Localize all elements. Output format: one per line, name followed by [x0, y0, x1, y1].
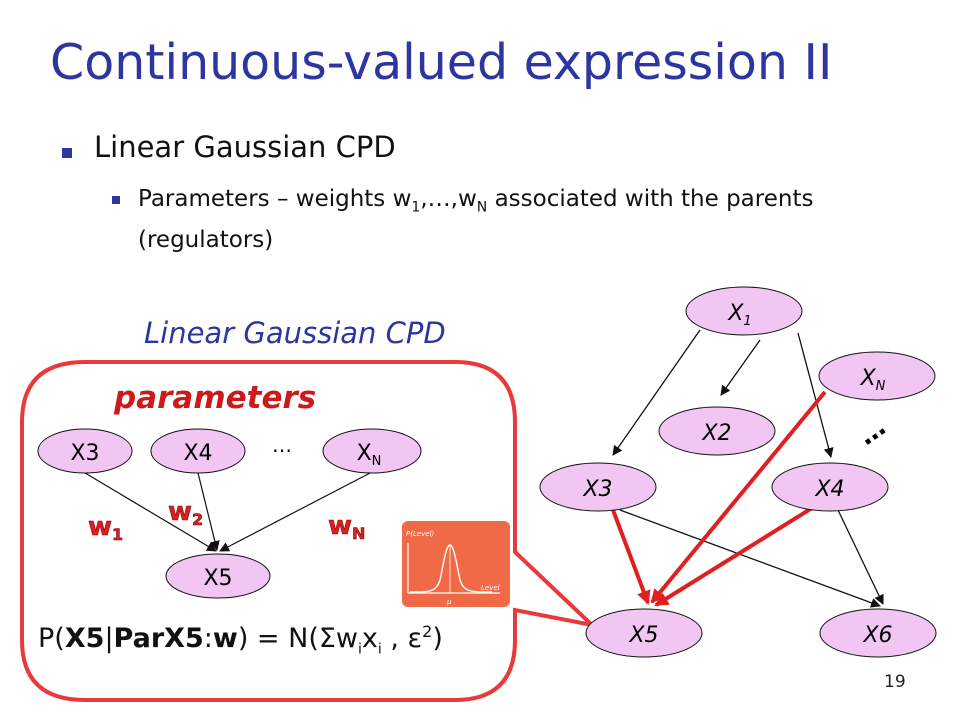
mini-plot-mu: μ	[446, 598, 452, 606]
bullet2-sub1: 1	[411, 199, 421, 216]
callout-node-x4: X4	[150, 428, 246, 474]
net-edge-x1-x4	[797, 332, 834, 458]
weight-w1-label: w1	[88, 512, 123, 544]
net-node-x1-sub: 1	[743, 314, 751, 329]
callout-node-xn-main: X	[357, 441, 372, 466]
net-node-x3-label: X3	[582, 477, 612, 502]
callout-heading: Linear Gaussian CPD	[144, 316, 446, 350]
net-node-x2: X2	[658, 406, 776, 456]
formula-colon: :	[203, 623, 213, 654]
callout-ellipsis: …	[272, 433, 292, 457]
net-node-x3: X3	[539, 462, 657, 512]
formula-sup2: 2	[422, 622, 433, 641]
weight-wn-label: wN	[328, 511, 365, 543]
net-edge-x1-x3	[612, 329, 701, 456]
edge-x4-x5	[197, 472, 220, 551]
weight-w1: w1	[88, 512, 124, 545]
formula-parx5: ParX5	[113, 623, 204, 654]
slide-title: Continuous-valued expression II	[50, 34, 833, 91]
net-node-x4: X4	[771, 462, 889, 512]
net-node-x2-label: X2	[701, 421, 731, 446]
net-node-xn: XN	[818, 351, 936, 401]
bullet-level2: Parameters – weights w1,…,wN associated …	[138, 183, 898, 256]
net-edge-x3-x6	[619, 509, 881, 608]
net-node-x1: X1	[685, 286, 803, 336]
net-edge-xn-x5-red	[650, 390, 827, 604]
net-edge-x1-x2	[720, 339, 761, 396]
formula-rest1: ) = N(Σw	[237, 623, 359, 654]
bullet-level1-text: Linear Gaussian CPD	[94, 130, 396, 164]
callout-node-x5-label: X5	[203, 566, 232, 591]
net-node-x1-main: X	[727, 301, 744, 326]
callout-node-xn: XN	[322, 428, 422, 474]
svg-text:XN: XN	[860, 366, 886, 394]
weight-w2-label: w2	[168, 497, 203, 529]
net-node-xn-main: X	[860, 366, 877, 391]
bullet-marker	[62, 148, 72, 158]
formula-w: w	[212, 623, 238, 654]
net-node-x5: X5	[585, 608, 703, 658]
bullet2-suffix: associated with the parents (regulators)	[138, 186, 814, 253]
net-node-x6-label: X6	[862, 623, 892, 648]
net-node-x5-label: X5	[628, 623, 658, 648]
net-edge-x4-x6	[837, 509, 884, 605]
callout-node-x3: X3	[37, 428, 133, 474]
cpd-formula: P(X5|ParX5:w) = N(Σwixi , ε2)	[38, 622, 443, 657]
net-node-x6: X6	[819, 608, 937, 658]
weight-w2: w2	[168, 497, 204, 530]
edge-xn-x5	[219, 471, 373, 552]
bullet2-subn: N	[476, 199, 488, 216]
callout-node-x4-label: X4	[183, 441, 212, 466]
formula-sub-i1: i	[358, 641, 362, 658]
svg-text:XN: XN	[357, 441, 382, 469]
formula-close: )	[432, 623, 443, 654]
net-ellipsis: …	[853, 412, 892, 451]
weight-wn: wN	[328, 511, 366, 544]
net-edge-x4-x5-red	[654, 506, 814, 607]
bullet2-mid: ,…,w	[420, 186, 477, 212]
formula-bar: |	[104, 623, 114, 654]
formula-rest2: , ε	[381, 623, 423, 654]
net-edge-x3-x5-red	[611, 509, 651, 605]
bullet2-prefix: Parameters – weights w	[138, 186, 412, 212]
callout-node-x5: X5	[165, 553, 271, 599]
mini-plot-ylabel: P(Level)	[406, 530, 435, 538]
parameters-label: parameters	[114, 380, 317, 416]
formula-sub-i2: i	[377, 641, 382, 658]
formula-x: x	[361, 623, 378, 654]
formula-x5: X5	[64, 623, 105, 654]
net-node-xn-sub: N	[876, 379, 886, 394]
mini-plot-xlabel: Level	[481, 584, 500, 592]
callout-node-xn-sub: N	[372, 454, 382, 469]
callout-node-x3-label: X3	[70, 441, 99, 466]
formula-p-open: P(	[38, 623, 65, 654]
bullet-marker-sub	[112, 196, 120, 204]
edge-x3-x5	[79, 469, 217, 552]
page-number: 19	[884, 672, 906, 692]
net-node-x4-label: X4	[814, 477, 844, 502]
svg-text:X1: X1	[727, 301, 751, 329]
gaussian-mini-plot: P(Level) Level μ	[402, 521, 510, 607]
